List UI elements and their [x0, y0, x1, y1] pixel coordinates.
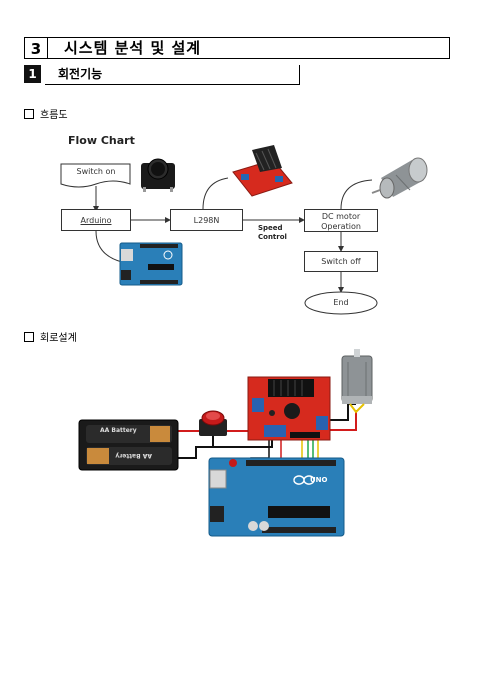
subsection-number: 1	[24, 65, 41, 83]
flowchart-title: Flow Chart	[68, 134, 135, 147]
flow-node-dc-motor: DC motor Operation	[304, 209, 378, 232]
section-rule-bottom	[48, 58, 450, 59]
section-number: 3	[24, 37, 48, 59]
red-pushbutton	[199, 410, 227, 436]
flow-node-end-shape	[304, 291, 378, 315]
battery-label-top: AA Battery	[100, 427, 137, 434]
flow-node-arduino-label: Arduino	[80, 216, 112, 225]
callout-l298n	[202, 177, 229, 210]
bullet-circuit: 회로설계	[24, 332, 77, 346]
edge-label-speed-control: Speed Control	[258, 224, 287, 242]
section-title: 시스템 분석 및 설계	[64, 39, 202, 57]
callout-dc-motor	[340, 179, 373, 210]
wire-red-motor	[320, 410, 357, 431]
arduino-uno-logo: UNO	[310, 476, 328, 484]
callout-arduino	[95, 230, 123, 263]
dc-motor-image	[371, 157, 428, 199]
bullet-flowchart-label: 흐름도	[40, 110, 68, 121]
wire-black-battery	[176, 440, 273, 459]
flow-node-dc-motor-line1: DC motor	[321, 212, 361, 221]
bullet-circuit-label: 회로설계	[40, 333, 77, 344]
flow-node-end-label: End	[333, 298, 349, 307]
bullet-flowchart: 흐름도	[24, 109, 68, 123]
section-rule-right	[449, 37, 450, 59]
flow-node-arduino: Arduino	[61, 209, 131, 231]
flow-node-switch-on-shape	[60, 163, 131, 188]
battery-label-bottom: AA Battery	[115, 452, 152, 459]
edge-label-line1: Speed	[258, 224, 283, 232]
flow-node-switch-off: Switch off	[304, 251, 378, 272]
l298n-module-image	[232, 145, 293, 197]
pushbutton-image	[141, 158, 175, 192]
subsection-title: 회전기능	[58, 67, 103, 81]
flow-node-switch-off-label: Switch off	[321, 257, 361, 266]
flow-node-l298n-label: L298N	[193, 216, 220, 225]
checkbox-icon	[24, 109, 34, 119]
arduino-uno-board	[208, 457, 345, 537]
flow-node-dc-motor-line2: Operation	[321, 222, 361, 231]
edge-label-line2: Control	[258, 233, 287, 241]
flow-node-switch-on-label: Switch on	[76, 167, 116, 176]
battery-holder	[78, 419, 179, 471]
flow-node-l298n: L298N	[170, 209, 243, 231]
subsection-rule-right	[299, 65, 300, 84]
subsection-rule-bottom	[45, 84, 300, 85]
checkbox-icon	[24, 332, 34, 342]
l298n-board	[247, 376, 331, 441]
dc-motor	[341, 349, 373, 414]
arduino-board-image	[119, 242, 183, 286]
section-rule-top	[48, 37, 450, 38]
